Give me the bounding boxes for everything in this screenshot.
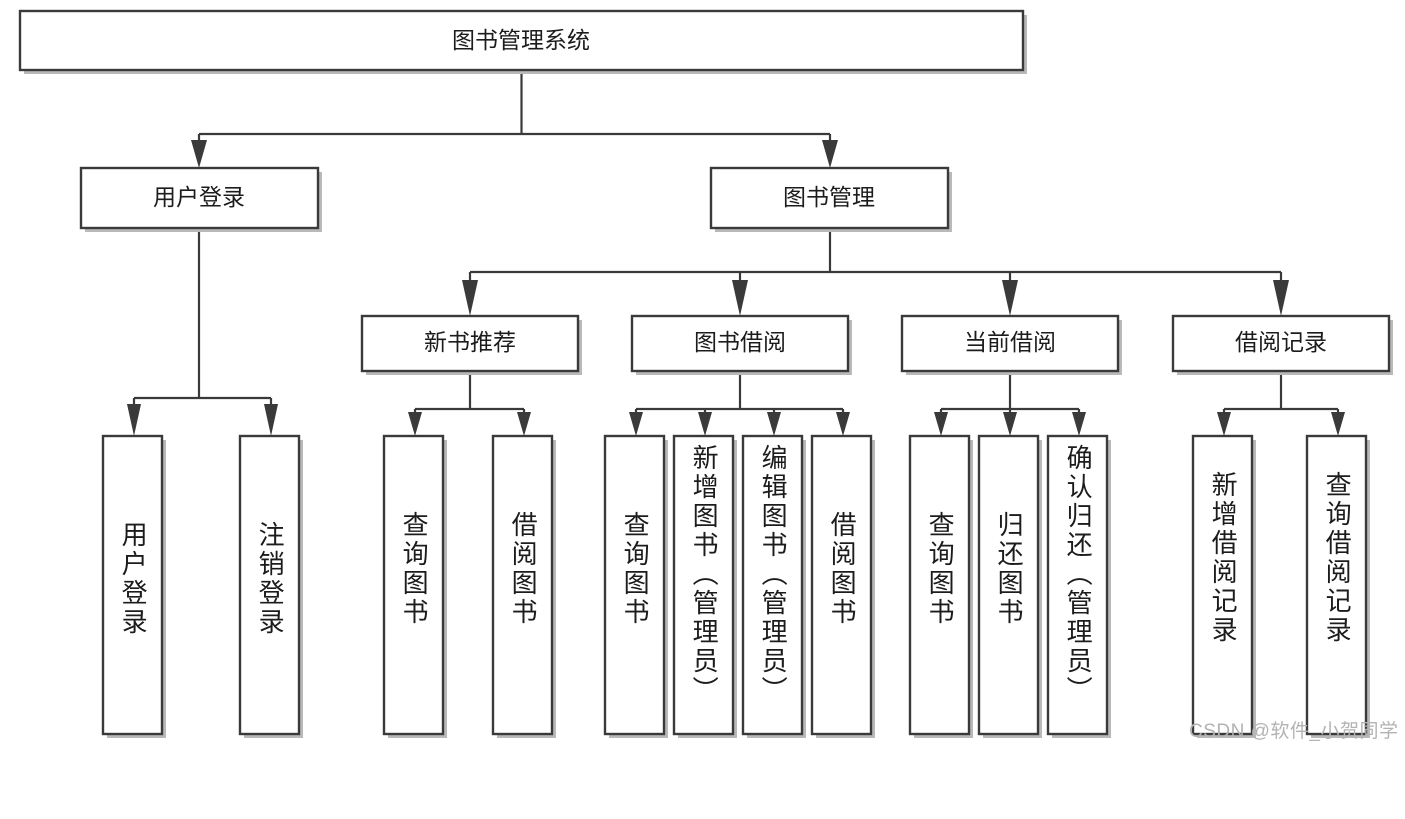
current-borrow-label: 当前借阅	[964, 329, 1056, 355]
arrowhead-new-book-recommend	[462, 280, 478, 316]
csdn-watermark: CSDN @软件_小贺同学	[1189, 721, 1399, 742]
arrowhead-borrow-record	[1273, 280, 1289, 316]
node-leaf-user-login-2[interactable]	[238, 434, 301, 736]
node-leaf-cb-1[interactable]	[908, 434, 971, 736]
book-borrow-label: 图书借阅	[694, 329, 786, 355]
arrowhead-current-borrow	[1002, 280, 1018, 316]
arrowhead-leaf-bb-4	[836, 412, 850, 436]
new-book-recommend-label: 新书推荐	[424, 329, 516, 355]
arrowhead-leaf-nbr-1	[408, 412, 422, 436]
arrowhead-user-login	[191, 140, 207, 168]
node-user-login-box[interactable]	[79, 166, 320, 230]
node-leaf-bb-3[interactable]	[741, 434, 804, 736]
edge-group	[127, 70, 1345, 436]
arrowhead-leaf-cb-3	[1072, 412, 1086, 436]
node-root-box[interactable]	[18, 9, 1025, 72]
node-leaf-br-1[interactable]	[1191, 434, 1254, 736]
user-login-label: 用户登录	[153, 184, 245, 210]
node-leaf-cb-2[interactable]	[977, 434, 1040, 736]
node-current-borrow-box[interactable]	[900, 314, 1120, 373]
node-leaf-nbr-2[interactable]	[491, 434, 554, 736]
label-group: 图书管理系统 用户登录 图书管理 新书推荐 图书借阅 当前借阅 借阅记录	[153, 27, 1327, 355]
node-leaf-bb-2[interactable]	[672, 434, 735, 736]
book-manage-label: 图书管理	[783, 184, 875, 210]
arrowhead-leaf-br-1	[1217, 412, 1231, 436]
arrowhead-leaf-bb-1	[629, 412, 643, 436]
arrowhead-leaf-br-2	[1331, 412, 1345, 436]
arrowhead-book-borrow	[732, 280, 748, 316]
node-borrow-record-box[interactable]	[1171, 314, 1391, 373]
arrowhead-leaf-user-login-2	[264, 404, 278, 436]
borrow-record-label: 借阅记录	[1235, 329, 1327, 355]
arrowhead-leaf-bb-2	[698, 412, 712, 436]
root-label: 图书管理系统	[452, 27, 590, 53]
arrowhead-leaf-nbr-2	[517, 412, 531, 436]
node-leaf-bb-1[interactable]	[603, 434, 666, 736]
node-group	[18, 9, 1393, 738]
node-leaf-cb-3[interactable]	[1046, 434, 1109, 736]
arrowhead-leaf-bb-3	[767, 412, 781, 436]
arrowhead-leaf-cb-1	[934, 412, 948, 436]
diagram-canvas: 图书管理系统 用户登录 图书管理 新书推荐 图书借阅 当前借阅 借阅记录 用户登…	[18, 9, 1399, 742]
arrowhead-book-manage	[822, 140, 838, 168]
node-leaf-br-2[interactable]	[1305, 434, 1368, 736]
node-book-borrow-box[interactable]	[630, 314, 850, 373]
arrowhead-leaf-cb-2	[1003, 412, 1017, 436]
node-leaf-user-login-1[interactable]	[101, 434, 164, 736]
node-new-book-recommend-box[interactable]	[360, 314, 580, 373]
hierarchy-diagram-svg: 图书管理系统 用户登录 图书管理 新书推荐 图书借阅 当前借阅 借阅记录	[18, 9, 1393, 738]
arrowhead-leaf-user-login-1	[127, 404, 141, 436]
node-book-manage-box[interactable]	[709, 166, 950, 230]
node-leaf-bb-4[interactable]	[810, 434, 873, 736]
node-leaf-nbr-1[interactable]	[382, 434, 445, 736]
